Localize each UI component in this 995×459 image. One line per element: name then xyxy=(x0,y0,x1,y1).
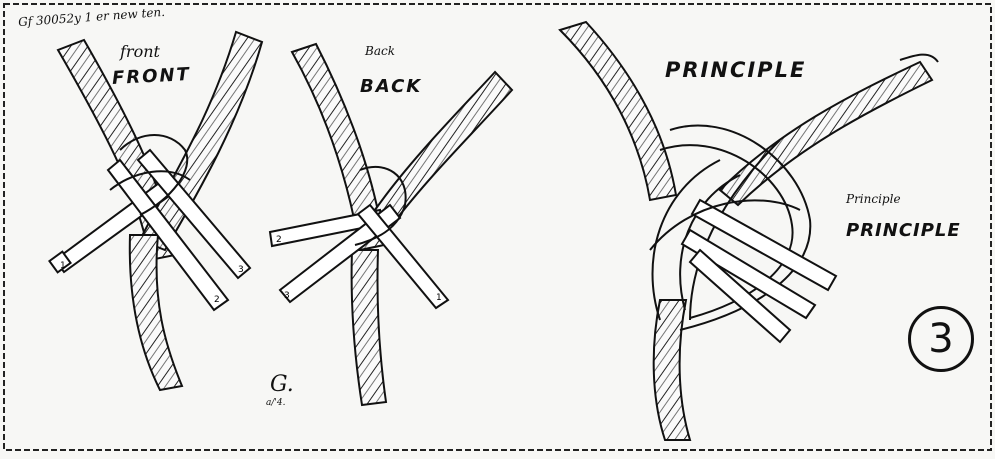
back-rope-bottom xyxy=(352,250,386,405)
back-handwritten-label: Back xyxy=(365,44,395,58)
signature-subscript: a/'4. xyxy=(266,398,285,408)
back-strand-right-number: 1 xyxy=(436,293,442,303)
back-caps-label: BACK xyxy=(360,76,422,97)
principle-handwritten-label: Principle xyxy=(846,192,901,206)
front-caps-label: FRONT xyxy=(112,64,192,89)
principle-rope-right xyxy=(720,62,932,205)
back-knot-drawing xyxy=(270,44,512,405)
principle-top-label: PRINCIPLE xyxy=(665,58,806,82)
front-strand-3-number: 3 xyxy=(238,265,244,275)
principle-rope-end-flourish xyxy=(900,55,938,62)
step-number-badge: 3 xyxy=(908,306,974,372)
principle-rope-left xyxy=(560,22,676,200)
front-strand-1-number: 1 xyxy=(60,261,66,271)
front-strand-2-number: 2 xyxy=(214,295,220,305)
front-handwritten-label: front xyxy=(120,42,160,61)
back-strand-top-number: 2 xyxy=(276,235,282,245)
principle-rope-bottom xyxy=(654,300,690,440)
signature-initial: G. xyxy=(270,372,294,397)
principle-right-label: PRINCIPLE xyxy=(846,220,961,241)
back-strand-left-number: 3 xyxy=(284,291,290,301)
